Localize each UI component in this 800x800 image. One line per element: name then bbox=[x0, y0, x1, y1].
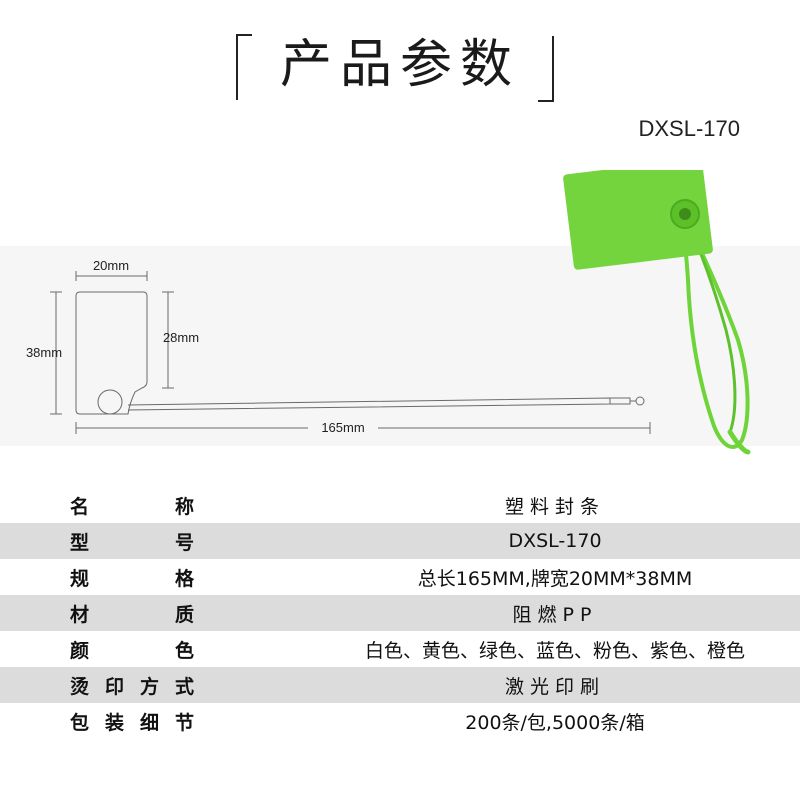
technical-drawing bbox=[50, 271, 651, 434]
page-title: 产品参数 bbox=[279, 35, 520, 95]
spec-row: 包装细节 200条/包,5000条/箱 bbox=[0, 703, 800, 739]
strap-loop bbox=[678, 217, 750, 449]
spec-value: 200条/包,5000条/箱 bbox=[465, 711, 645, 734]
tag-grommet-hole bbox=[679, 208, 691, 220]
model-number: DXSL-170 bbox=[638, 116, 740, 141]
spec-table: 名称 塑料封条型号 DXSL-170 规格 总长165MM,牌宽20MM*38MM 材质 阻… bbox=[0, 487, 800, 739]
spec-label: 名称 bbox=[70, 495, 194, 518]
green-tag bbox=[563, 170, 713, 270]
spec-value: 总长165MM,牌宽20MM*38MM bbox=[417, 567, 693, 590]
spec-value: 塑料封条 bbox=[504, 495, 605, 518]
width-label: 20mm bbox=[93, 258, 129, 273]
spec-label: 型号 bbox=[70, 531, 194, 554]
tag-hole bbox=[97, 389, 123, 415]
spec-label: 颜色 bbox=[70, 639, 194, 662]
title-bracket-open bbox=[236, 34, 252, 100]
spec-value: DXSL-170 bbox=[508, 530, 602, 552]
spec-row: 规格 总长165MM,牌宽20MM*38MM bbox=[0, 559, 800, 595]
spec-value: 激光印刷 bbox=[504, 675, 605, 698]
spec-row: 烫印方式 激光印刷 bbox=[0, 667, 800, 703]
strap-tail bbox=[727, 429, 751, 455]
spec-row: 型号 DXSL-170 bbox=[0, 523, 800, 559]
spec-value: 白色、黄色、绿色、蓝色、粉色、紫色、橙色 bbox=[364, 639, 745, 662]
spec-label: 包装细节 bbox=[70, 711, 194, 734]
spec-label: 烫印方式 bbox=[70, 675, 194, 698]
spec-row: 颜色 白色、黄色、绿色、蓝色、粉色、紫色、橙色 bbox=[0, 631, 800, 667]
diagram-background bbox=[0, 246, 800, 446]
product-diagram: 20mm 38mm 28mm 165mm bbox=[0, 170, 800, 455]
length-label: 165mm bbox=[321, 420, 364, 435]
tag-outline bbox=[75, 291, 148, 415]
height-label: 38mm bbox=[26, 345, 62, 360]
spec-label: 规格 bbox=[70, 567, 194, 590]
spec-value: 阻燃PP bbox=[512, 603, 598, 626]
product-photo bbox=[563, 170, 751, 455]
title-bracket-close bbox=[538, 36, 554, 102]
inner-height-label: 28mm bbox=[163, 330, 199, 345]
spec-label: 材质 bbox=[70, 603, 194, 626]
spec-row: 名称 塑料封条 bbox=[0, 487, 800, 523]
spec-row: 材质 阻燃PP bbox=[0, 595, 800, 631]
strap-outline bbox=[127, 397, 611, 411]
